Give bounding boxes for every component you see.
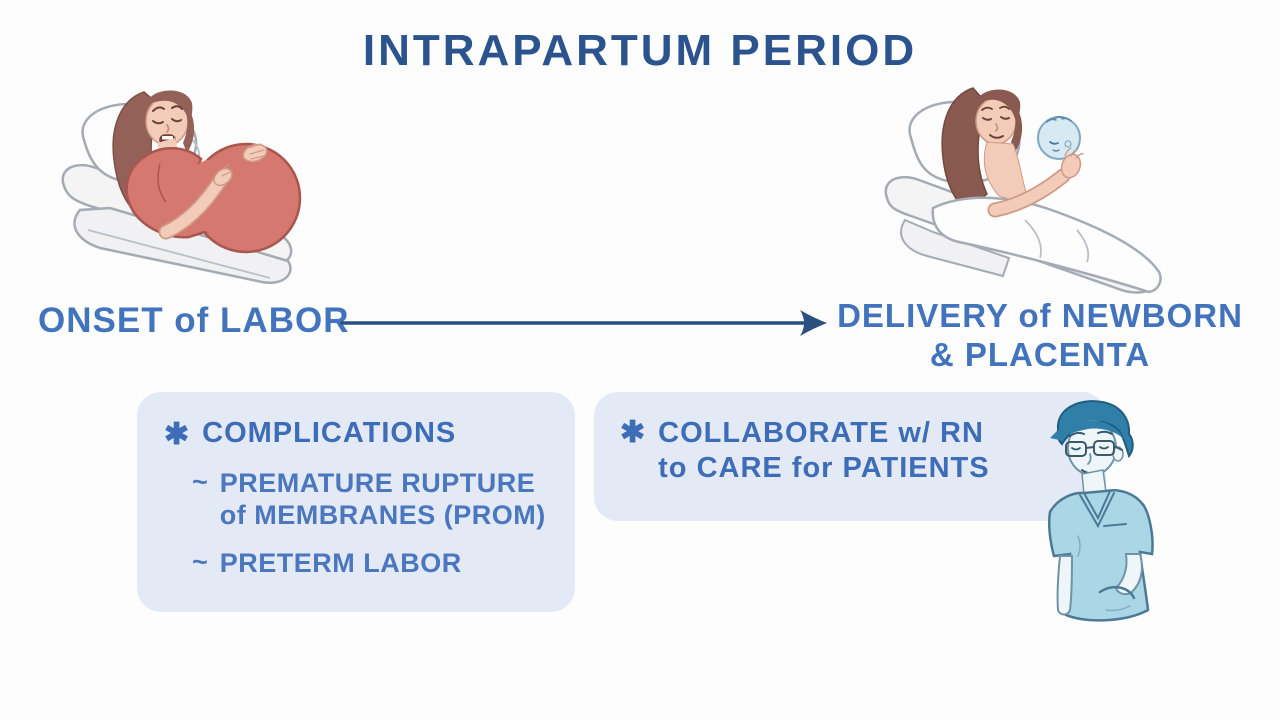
complications-list: ~ PREMATURE RUPTURE of MEMBRANES (PROM) … (192, 467, 555, 579)
delivery-label: DELIVERY of NEWBORN & PLACENTA (828, 297, 1252, 375)
list-item: ~ PRETERM LABOR (192, 547, 555, 579)
tilde-marker-icon: ~ (192, 467, 208, 497)
collaborate-text: COLLABORATE w/ RN to CARE for PATIENTS (658, 417, 990, 484)
complications-heading-row: ✱ COMPLICATIONS (164, 417, 555, 451)
delivery-label-line1: DELIVERY of NEWBORN (837, 297, 1243, 334)
delivery-label-line2: & PLACENTA (929, 335, 1151, 373)
page-title: INTRAPARTUM PERIOD (362, 26, 918, 75)
onset-of-labor-label: ONSET of LABOR (38, 301, 350, 340)
list-item-text: PRETERM LABOR (219, 547, 462, 578)
collaborate-heading-row: ✱ COLLABORATE w/ RN to CARE for PATIENTS (620, 416, 1086, 486)
nurse-illustration (1047, 400, 1154, 622)
complications-heading: COMPLICATIONS (202, 417, 457, 449)
complications-box: ✱ COMPLICATIONS ~ PREMATURE RUPTURE of M… (137, 392, 575, 612)
mother-newborn-illustration (884, 87, 1162, 294)
pregnant-woman-illustration (61, 90, 302, 284)
asterisk-bullet-icon: ✱ (620, 416, 646, 449)
timeline-arrow (340, 310, 827, 336)
asterisk-bullet-icon: ✱ (164, 418, 190, 451)
collaborate-box: ✱ COLLABORATE w/ RN to CARE for PATIENTS (594, 392, 1106, 521)
list-item: ~ PREMATURE RUPTURE of MEMBRANES (PROM) (192, 467, 555, 532)
tilde-marker-icon: ~ (192, 546, 208, 577)
list-item-text: PREMATURE RUPTURE of MEMBRANES (PROM) (219, 468, 546, 531)
